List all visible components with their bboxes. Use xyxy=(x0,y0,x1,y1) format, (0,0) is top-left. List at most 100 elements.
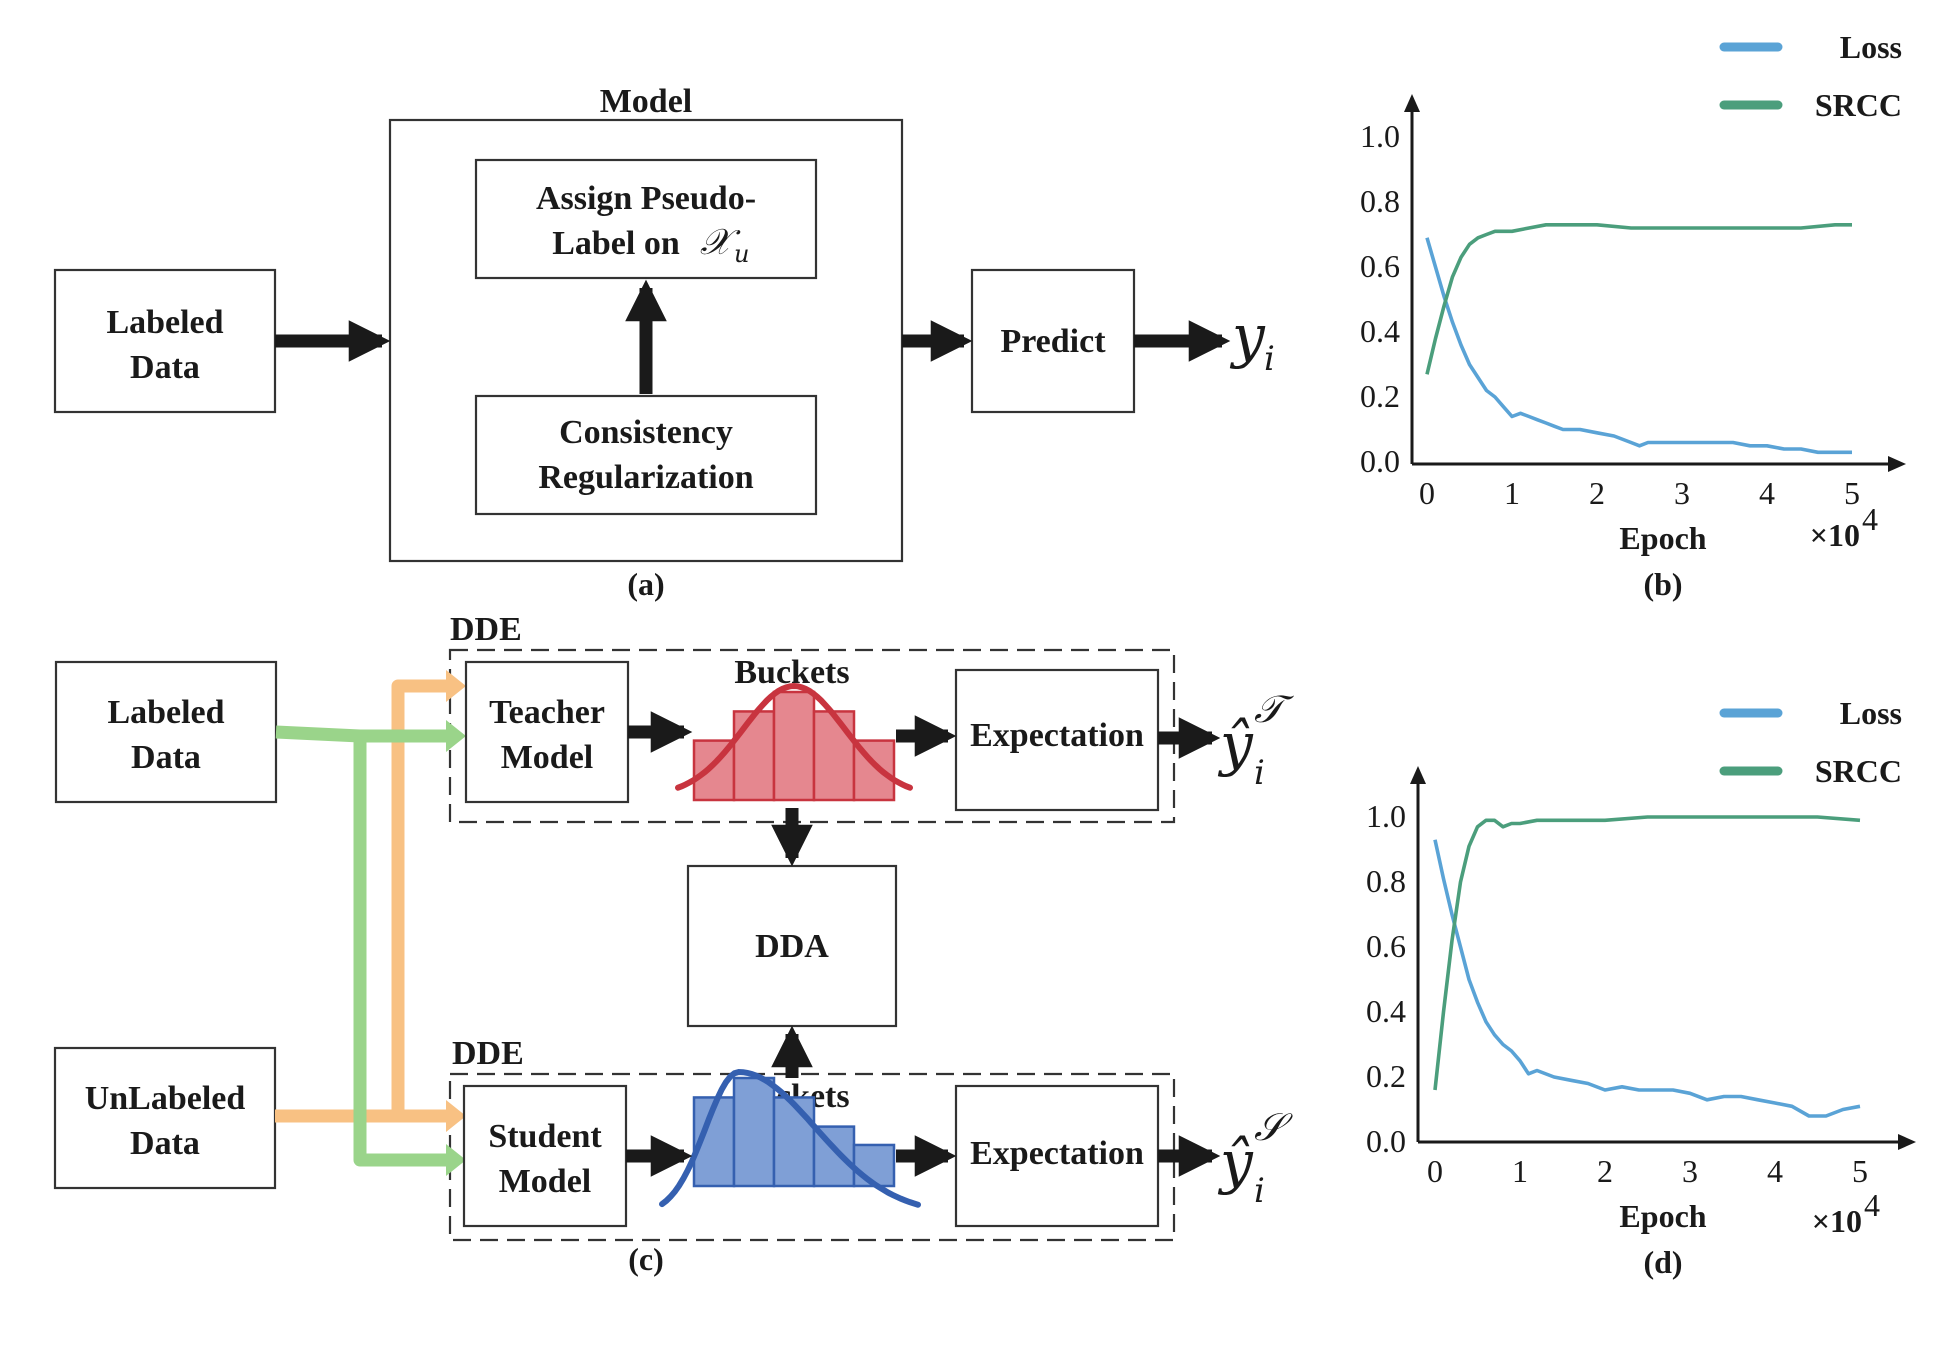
y-tick-label: 0.0 xyxy=(1360,443,1400,479)
model-title: Model xyxy=(600,83,693,120)
x-tick-label: 5 xyxy=(1844,475,1860,511)
x-tick-label: 2 xyxy=(1589,475,1605,511)
labeled-data-label-a-line1: Labeled xyxy=(106,304,223,341)
y-tick-label: 0.4 xyxy=(1360,313,1400,349)
teacher-output-y: ŷ xyxy=(1217,710,1254,778)
dda-label: DDA xyxy=(755,928,829,965)
x-tick-label: 4 xyxy=(1767,1153,1783,1189)
pseudo-label-text-line1: Assign Pseudo- xyxy=(536,180,756,217)
x-tick-label: 3 xyxy=(1674,475,1690,511)
student-output-subscript: i xyxy=(1254,1171,1265,1211)
labeled-data-box-a xyxy=(53,268,277,414)
expectation-top-box xyxy=(954,668,1160,812)
pseudo-label-box xyxy=(474,158,818,280)
y-tick-label: 0.8 xyxy=(1366,863,1406,899)
x-axis-multiplier-exponent: 4 xyxy=(1864,1187,1880,1223)
x-axis-multiplier-exponent: 4 xyxy=(1862,501,1878,537)
x-tick-label: 0 xyxy=(1419,475,1435,511)
series-line-srcc xyxy=(1433,815,1861,1091)
y-tick-label: 0.2 xyxy=(1360,378,1400,414)
x-axis-arrowhead xyxy=(1888,456,1906,472)
consistency-text-line1: Consistency xyxy=(559,414,733,451)
bucket-bar xyxy=(772,1096,816,1188)
unlabeled-routing-path xyxy=(275,670,466,1132)
y-tick-label: 0.2 xyxy=(1366,1058,1406,1094)
y-axis-arrowhead xyxy=(1404,94,1420,112)
x-axis-multiplier: ×10 xyxy=(1812,1203,1862,1239)
labeled-data-label-c-line2: Data xyxy=(131,739,201,776)
y-tick-label: 0.0 xyxy=(1366,1123,1406,1159)
student-model-label-line1: Student xyxy=(488,1118,602,1155)
panel-a: Model Labeled Data Assign Pseudo- Label … xyxy=(53,83,1275,602)
x-axis-label: Epoch xyxy=(1619,1198,1706,1234)
x-tick-label: 0 xyxy=(1427,1153,1443,1189)
labeled-data-box-c xyxy=(54,660,278,804)
series-line-srcc xyxy=(1425,223,1852,375)
x-tick-label: 1 xyxy=(1512,1153,1528,1189)
output-y-subscript: i xyxy=(1264,339,1275,379)
teacher-output-superscript: 𝒯 xyxy=(1254,687,1294,731)
bucket-distribution-curve xyxy=(659,1068,921,1208)
expectation-bottom-label: Expectation xyxy=(970,1135,1144,1172)
student-model-box xyxy=(462,1084,628,1228)
chart-caption: (b) xyxy=(1643,566,1682,602)
expectation-top-label: Expectation xyxy=(970,717,1144,754)
output-y: y xyxy=(1229,302,1266,370)
student-output-superscript: 𝒮 xyxy=(1254,1105,1293,1149)
pseudo-label-subscript: u xyxy=(734,240,749,268)
x-tick-label: 4 xyxy=(1759,475,1775,511)
x-tick-label: 1 xyxy=(1504,475,1520,511)
bucket-bar xyxy=(732,1076,776,1188)
predict-label: Predict xyxy=(1000,323,1106,360)
bucket-bar xyxy=(852,1143,896,1188)
legend-label-loss: Loss xyxy=(1840,29,1902,65)
y-tick-label: 1.0 xyxy=(1360,118,1400,154)
expectation-bottom-box xyxy=(954,1084,1160,1228)
teacher-buckets-histogram xyxy=(675,682,913,802)
bucket-distribution-curve xyxy=(675,682,913,791)
pseudo-label-text-line2: Label on xyxy=(552,225,680,262)
x-tick-label: 3 xyxy=(1682,1153,1698,1189)
labeled-data-label-a-line2: Data xyxy=(130,349,200,386)
y-tick-label: 0.6 xyxy=(1360,248,1400,284)
teacher-output-subscript: i xyxy=(1254,753,1265,793)
student-buckets-histogram xyxy=(659,1068,921,1208)
bucket-bar xyxy=(732,710,776,802)
unlabeled-data-label-line1: UnLabeled xyxy=(85,1080,246,1117)
x-axis-label: Epoch xyxy=(1619,520,1706,556)
series-line-loss xyxy=(1425,237,1852,455)
y-tick-label: 0.6 xyxy=(1366,928,1406,964)
teacher-model-label-line1: Teacher xyxy=(489,694,605,731)
consistency-text-line2: Regularization xyxy=(538,459,753,496)
x-axis-multiplier: ×10 xyxy=(1810,517,1860,553)
legend-label-srcc: SRCC xyxy=(1815,87,1902,123)
y-axis-arrowhead xyxy=(1410,766,1426,784)
bucket-bar xyxy=(812,710,856,802)
x-tick-label: 5 xyxy=(1852,1153,1868,1189)
y-tick-label: 1.0 xyxy=(1366,798,1406,834)
y-tick-label: 0.8 xyxy=(1360,183,1400,219)
teacher-model-box xyxy=(464,660,630,804)
dde-top-label: DDE xyxy=(450,611,522,648)
predict-box xyxy=(970,268,1136,414)
caption-c: (c) xyxy=(628,1241,664,1277)
dde-bottom-container xyxy=(448,1072,1176,1242)
legend-label-loss: Loss xyxy=(1840,695,1902,731)
teacher-model-label-line2: Model xyxy=(501,739,594,776)
labeled-data-label-c-line1: Labeled xyxy=(107,694,224,731)
labeled-routing-path xyxy=(275,720,466,1176)
y-tick-label: 0.4 xyxy=(1366,993,1406,1029)
dda-box xyxy=(686,864,898,1028)
chart-caption: (d) xyxy=(1643,1244,1682,1280)
unlabeled-data-label-line2: Data xyxy=(130,1125,200,1162)
dde-bottom-label: DDE xyxy=(452,1035,524,1072)
series-line-loss xyxy=(1433,839,1861,1118)
legend-label-srcc: SRCC xyxy=(1815,753,1902,789)
bucket-bar xyxy=(772,690,816,802)
student-model-label-line2: Model xyxy=(499,1163,592,1200)
x-axis-arrowhead xyxy=(1898,1134,1916,1150)
unlabeled-data-box xyxy=(53,1046,277,1190)
